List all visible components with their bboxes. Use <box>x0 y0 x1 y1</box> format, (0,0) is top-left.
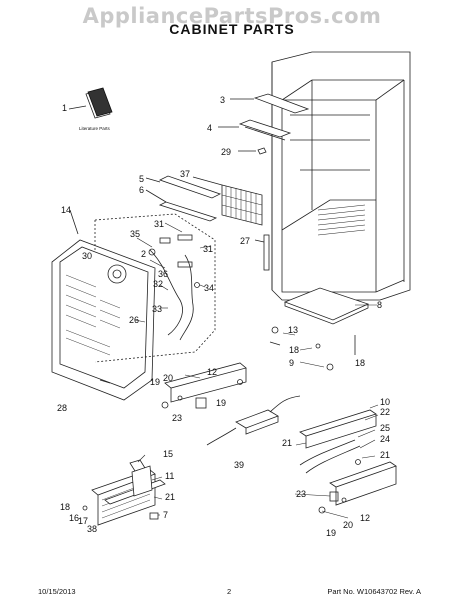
callout-17: 17 <box>78 516 88 526</box>
footer-date: 10/15/2013 <box>38 587 76 596</box>
callout-23-right: 23 <box>296 489 306 499</box>
callout-39: 39 <box>234 460 244 470</box>
literature-parts-label: Literature Parts <box>79 126 111 131</box>
watermark: AppliancePartsPros.com <box>82 4 382 28</box>
callout-6: 6 <box>139 185 144 195</box>
shelf-rail-3 <box>230 93 310 114</box>
callout-33: 33 <box>152 304 162 314</box>
callout-19-left: 19 <box>150 377 160 387</box>
callout-28: 28 <box>57 403 67 413</box>
callout-30: 30 <box>82 251 92 261</box>
callout-20-lower: 20 <box>343 520 353 530</box>
condenser-coil <box>192 176 263 226</box>
callout-27: 27 <box>240 236 250 246</box>
footer-part-number: Part No. W10643702 Rev. A <box>327 587 421 596</box>
power-module <box>206 395 301 446</box>
callout-16: 16 <box>69 513 79 523</box>
callout-37: 37 <box>180 169 190 179</box>
callout-7: 7 <box>163 510 168 520</box>
callout-15: 15 <box>163 449 173 459</box>
footer-page-number: 2 <box>227 587 232 596</box>
callout-4: 4 <box>207 123 212 133</box>
callout-8: 8 <box>377 300 382 310</box>
callout-21-right-a: 21 <box>282 438 292 448</box>
callout-3: 3 <box>220 95 225 105</box>
callout-21-left: 21 <box>165 492 175 502</box>
callout-36: 36 <box>158 269 168 279</box>
callout-21-right-b: 21 <box>380 450 390 460</box>
callout-13: 13 <box>288 325 298 335</box>
wire-harness <box>148 234 200 341</box>
literature-booklet <box>68 87 113 119</box>
cover-panel <box>269 287 370 371</box>
callout-11: 11 <box>165 471 174 481</box>
callout-19-lower: 19 <box>326 528 336 538</box>
shelf-rail-4 <box>218 119 292 141</box>
callout-25: 25 <box>380 423 390 433</box>
page-title: CABINET PARTS <box>169 21 295 37</box>
callout-26: 26 <box>129 315 139 325</box>
callout-18-lower: 18 <box>60 502 70 512</box>
callout-38: 38 <box>87 524 97 534</box>
callout-35: 35 <box>130 229 140 239</box>
callout-9: 9 <box>289 358 294 368</box>
lower-grille-assembly <box>82 459 166 526</box>
callout-12-left: 12 <box>207 367 217 377</box>
kickplate-bracket-left <box>99 362 247 409</box>
callout-1: 1 <box>62 103 67 113</box>
callout-10: 10 <box>380 397 390 407</box>
callout-19-mid: 19 <box>216 398 226 408</box>
callout-14: 14 <box>61 205 71 215</box>
rear-access-panel <box>51 209 156 401</box>
callout-18-right: 18 <box>355 358 365 368</box>
callout-18-mid: 18 <box>289 345 299 355</box>
callout-34: 34 <box>204 283 214 293</box>
callout-23-left: 23 <box>172 413 182 423</box>
callout-24: 24 <box>380 434 390 444</box>
callout-31-lower: 31 <box>203 244 213 254</box>
refrigerator-cabinet <box>271 51 411 301</box>
front-bar-6 <box>145 189 218 222</box>
kickplate-bracket-right <box>299 409 377 474</box>
lower-bracket-right <box>318 461 397 514</box>
callout-29: 29 <box>221 147 231 157</box>
callout-2: 2 <box>141 249 146 259</box>
front-bar-5 <box>145 175 222 199</box>
callout-32: 32 <box>153 279 163 289</box>
callout-20-left: 20 <box>163 373 173 383</box>
callout-22: 22 <box>380 407 390 417</box>
callout-31-upper: 31 <box>154 219 164 229</box>
callout-5: 5 <box>139 174 144 184</box>
dashed-outline <box>94 213 216 363</box>
stud-27 <box>254 234 270 271</box>
clip-29 <box>238 147 267 155</box>
callout-12-lower: 12 <box>360 513 370 523</box>
